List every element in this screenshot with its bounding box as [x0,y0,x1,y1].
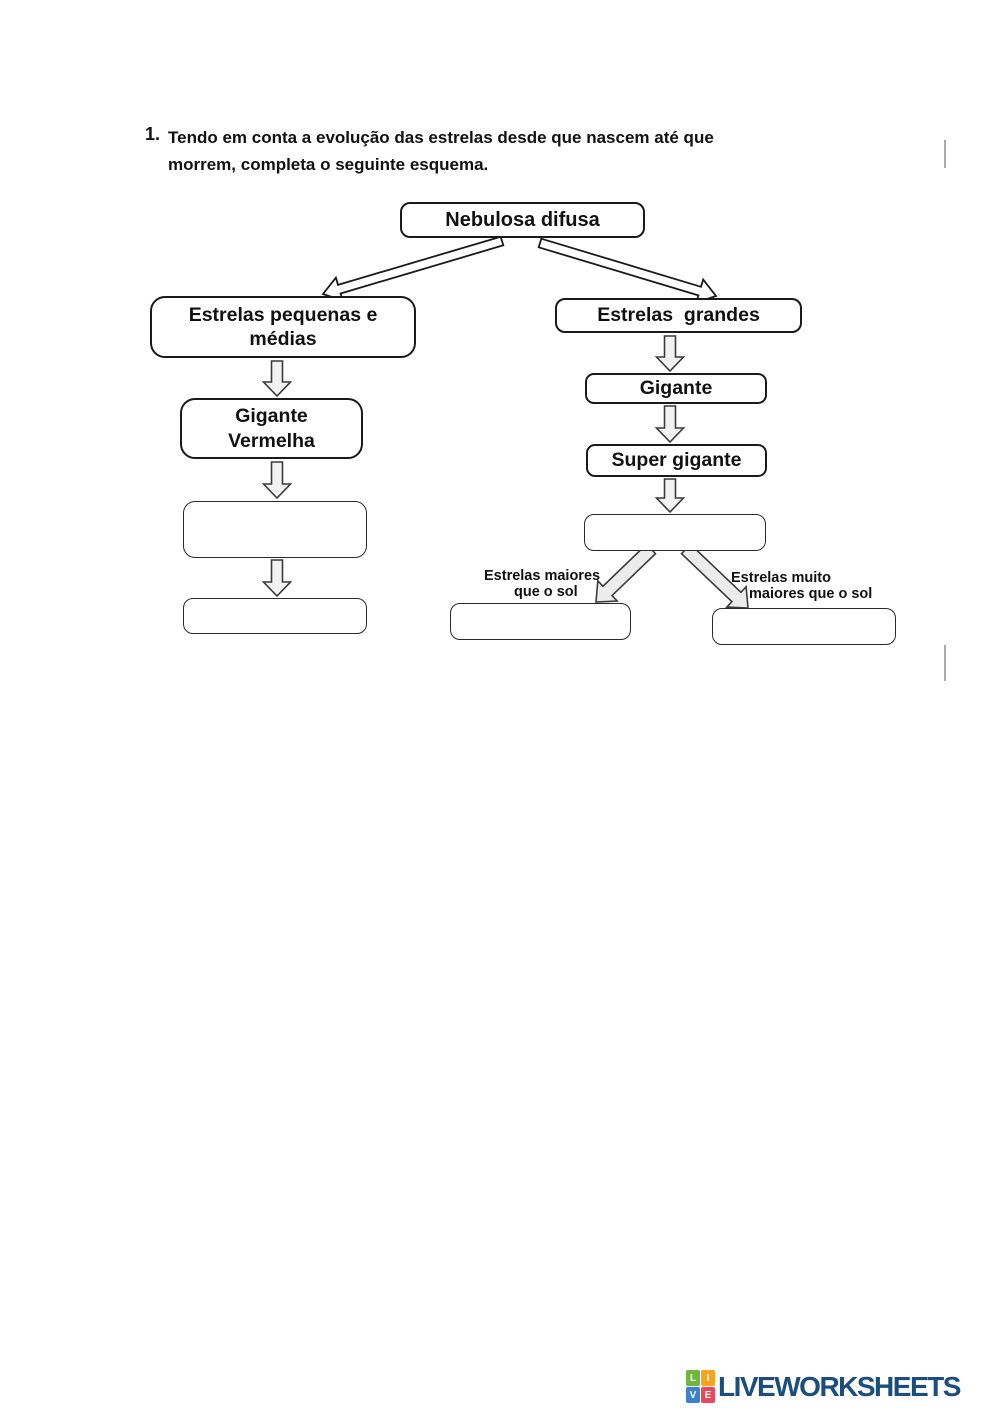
node-gigante-vermelha: Gigante Vermelha [180,398,363,459]
label-estrelas-muito-line1: Estrelas muito [731,570,831,586]
answer-box-right-1[interactable] [584,514,766,551]
answer-box-muito-maiores[interactable] [712,608,896,645]
answer-box-left-1[interactable] [183,501,367,558]
node-gigante-label: Gigante [639,377,713,400]
answer-box-left-2[interactable] [183,598,367,634]
arrow-down-gigante-icon [654,405,686,444]
arrow-down-super-gigante-icon [654,478,686,514]
node-estrelas-grandes-label: Estrelas grandes [597,304,760,327]
node-estrelas-pequenas-medias-label: Estrelas pequenas e médias [188,303,378,350]
margin-mark-top [944,140,946,168]
node-super-gigante: Super gigante [586,444,767,477]
liveworksheets-icon: L I V E [686,1370,715,1403]
lw-letter: E [704,1389,712,1401]
label-estrelas-muito-line2: maiores que o sol [749,586,873,602]
arrow-down-pequenas-icon [261,360,293,398]
arrow-nebulosa-to-right-icon [537,237,718,305]
answer-box-maiores[interactable] [450,603,631,640]
node-gigante: Gigante [585,373,767,404]
node-nebulosa-difusa: Nebulosa difusa [400,202,645,238]
node-nebulosa-difusa-label: Nebulosa difusa [445,208,600,231]
arrow-nebulosa-to-left-icon [321,235,505,303]
label-estrelas-maiores-line1: Estrelas maiores [484,568,601,584]
lw-letter: V [689,1389,697,1401]
arrow-down-gigante-vermelha-icon [261,461,293,500]
node-gigante-vermelha-label: Gigante Vermelha [228,405,315,452]
node-super-gigante-label: Super gigante [611,449,742,472]
node-estrelas-pequenas-medias: Estrelas pequenas e médias [150,296,416,358]
arrow-split-left-icon [595,543,657,603]
lw-square: I [701,1370,715,1386]
lw-square: E [701,1387,715,1403]
arrow-split-right-icon [680,543,749,609]
brand-text: LIVEWORKSHEETS [718,1371,961,1402]
lw-letter: L [689,1372,697,1384]
question-text: Tendo em conta a evolução das estrelas d… [168,128,714,174]
node-estrelas-grandes: Estrelas grandes [555,298,802,333]
question-number: 1. [145,124,161,144]
margin-mark-bottom [944,645,946,681]
lw-square: V [686,1387,700,1403]
label-estrelas-maiores-line2: que o sol [514,584,578,600]
lw-letter: I [706,1372,710,1384]
liveworksheets-logo[interactable]: L I V E LIVEWORKSHEETS [686,1370,961,1403]
arrow-down-left-answer-icon [261,559,293,598]
arrow-down-grandes-icon [654,335,686,373]
lw-square: L [686,1370,700,1386]
